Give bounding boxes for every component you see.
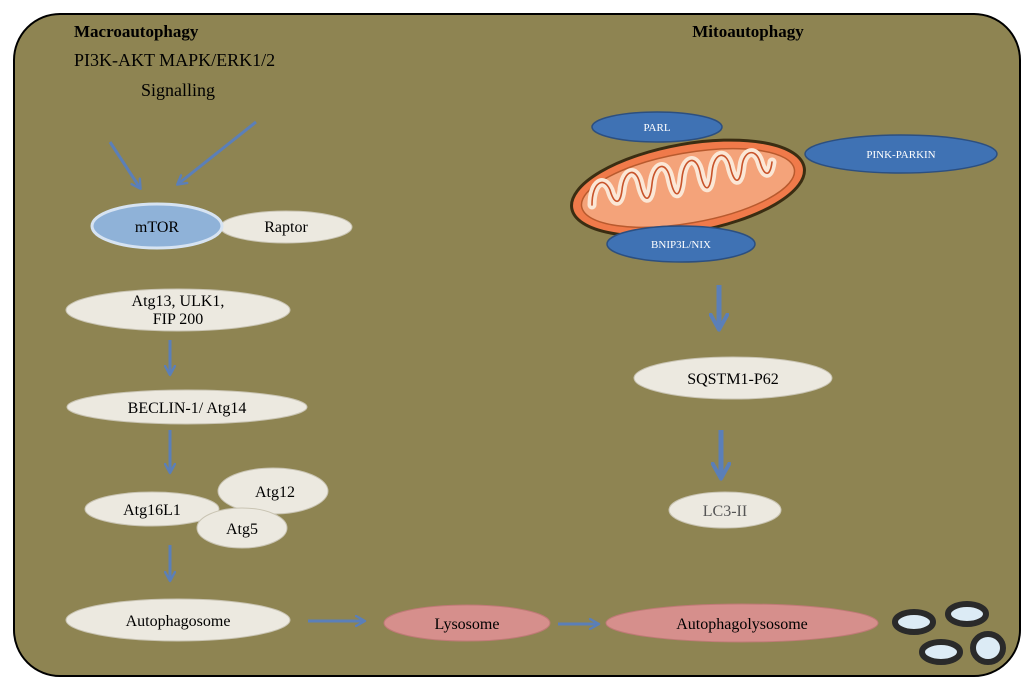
pink-parkin-label: PINK-PARKIN [866, 149, 935, 161]
autophagosome-node [65, 598, 291, 642]
atg16l1-node [84, 491, 220, 527]
beclin1-atg14-node [66, 389, 308, 425]
autophagolysosome-label: Autophagolysosome [676, 616, 808, 633]
autophagosome-label: Autophagosome [126, 613, 231, 630]
atg12-label: Atg12 [255, 484, 295, 501]
lysosome-node [383, 604, 551, 642]
pink-parkin-node [804, 134, 998, 174]
atg13-ulk1-fip200-node [65, 288, 291, 332]
parl-label: PARL [643, 122, 670, 134]
beclin1-atg14-label: BECLIN-1/ Atg14 [128, 400, 247, 417]
signalling-pathways-label: PI3K-AKT MAPK/ERK1/2 [74, 50, 275, 70]
raptor-label: Raptor [264, 219, 308, 236]
atg5-label: Atg5 [226, 521, 258, 538]
macroautophagy-title: Macroautophagy [74, 22, 199, 41]
parl-node [591, 111, 723, 143]
vesicle-4 [970, 631, 1006, 665]
vesicle-2 [945, 601, 989, 627]
mtor-label: mTOR [135, 219, 179, 236]
vesicle-1 [892, 609, 936, 635]
atg16l1-label: Atg16L1 [123, 502, 181, 519]
signalling-arrow-right [178, 120, 257, 184]
lc3-ii-node [668, 491, 782, 529]
background-panel [13, 13, 1021, 677]
autophagolysosome-node [605, 603, 879, 643]
mtor-node [90, 202, 224, 250]
mitoautophagy-title: Mitoautophagy [692, 22, 804, 41]
vesicle-3 [919, 639, 963, 665]
mitochondrion-icon [570, 138, 806, 238]
atg13-ulk1-label: Atg13, ULK1, [132, 293, 225, 310]
atg5-node [196, 507, 288, 549]
lysosome-label: Lysosome [435, 616, 500, 633]
sqstm1-p62-node [633, 356, 833, 400]
signalling-arrow-left [108, 141, 140, 188]
signalling-label: Signalling [141, 80, 215, 100]
sqstm1-p62-label: SQSTM1-P62 [687, 371, 779, 388]
lc3-ii-label: LC3-II [703, 503, 747, 520]
mitochondrion-cristae-edge [591, 151, 773, 206]
bnip3l-nix-label: BNIP3L/NIX [651, 239, 711, 251]
bnip3l-nix-node [606, 225, 756, 263]
degradation-vesicles-icon [892, 601, 1006, 665]
fip200-label: FIP 200 [153, 311, 204, 328]
